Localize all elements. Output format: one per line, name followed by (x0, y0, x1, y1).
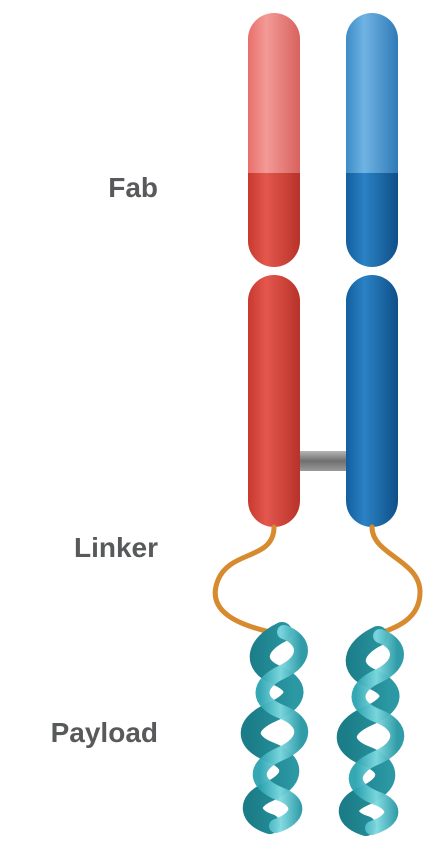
red-constant-domain (248, 275, 300, 527)
disulfide-bond (300, 451, 346, 471)
linker-label: Linker (73, 532, 158, 563)
blue-constant-domain (346, 275, 398, 527)
linker-right (369, 524, 423, 638)
fab-label: Fab (108, 172, 158, 203)
linker-left (212, 524, 277, 635)
red-chain (248, 13, 300, 527)
blue-chain (346, 13, 398, 527)
blue-fab-variable-domain (346, 13, 398, 267)
red-fab-variable-domain (248, 13, 300, 267)
payload-helix-left (240, 622, 309, 834)
payload-helix-right (336, 626, 405, 836)
payload-label: Payload (50, 717, 158, 748)
